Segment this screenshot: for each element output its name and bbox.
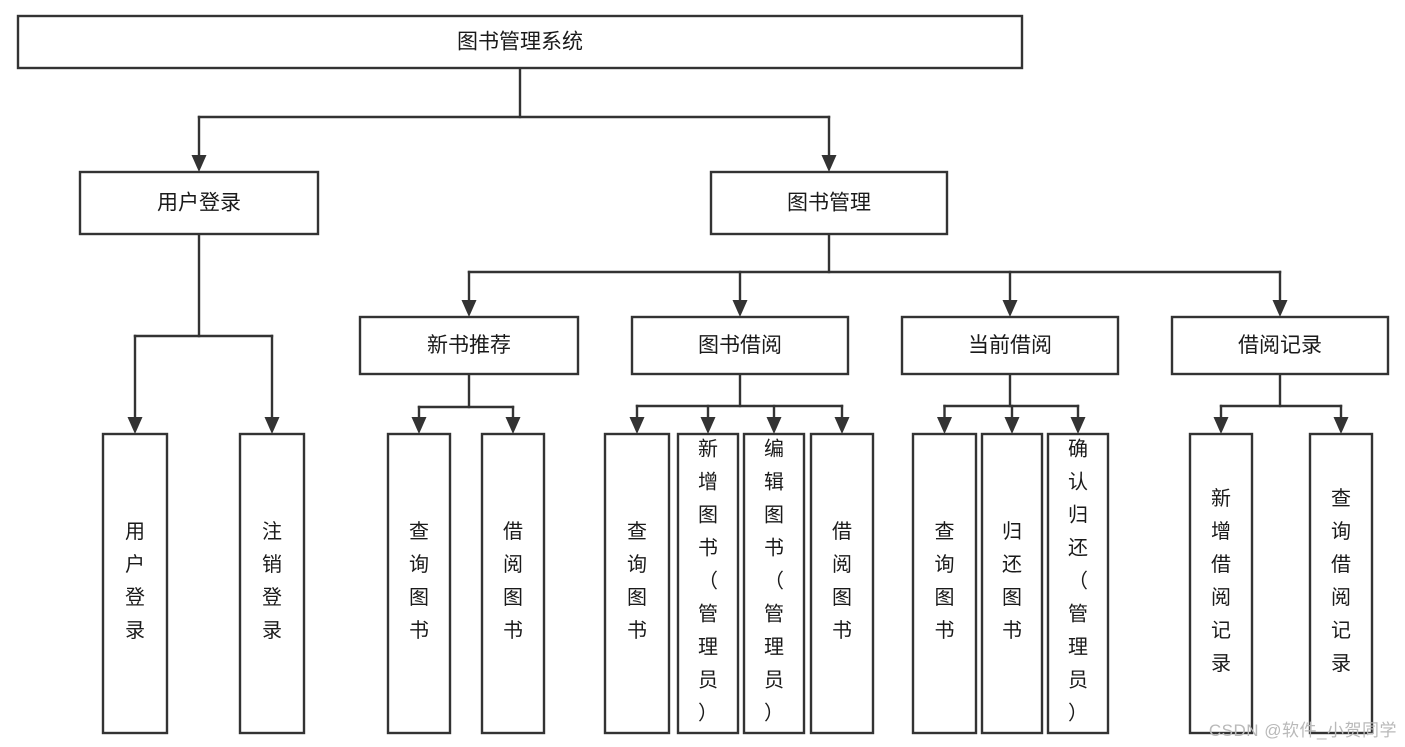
node-leaf-query-books-2[interactable]: 查询图书 <box>603 432 671 735</box>
csdn-watermark: CSDN @软件_小贺同学 <box>1208 721 1397 740</box>
node-leaf-query-books-1[interactable]: 查询图书 <box>386 432 452 735</box>
arrow-head-icon <box>127 417 143 434</box>
node-leaf-edit-book-label: 编辑图书（管理员） <box>764 438 784 725</box>
node-new-book-recommend-label: 新书推荐 <box>427 334 511 357</box>
arrow-head-icon <box>732 300 748 317</box>
node-book-management[interactable]: 图书管理 <box>709 170 949 236</box>
node-new-book-recommend[interactable]: 新书推荐 <box>358 315 580 376</box>
node-leaf-logout-box <box>238 432 306 735</box>
arrow-head-icon <box>1070 417 1086 434</box>
node-root-label: 图书管理系统 <box>457 31 583 54</box>
connector-edges <box>127 66 1349 434</box>
arrow-head-icon <box>700 417 716 434</box>
node-leaf-query-books-3-box <box>911 432 978 735</box>
node-leaf-user-login-box <box>101 432 169 735</box>
node-leaf-user-login[interactable]: 用户登录 <box>101 432 169 735</box>
arrow-head-icon <box>1333 417 1349 434</box>
diagram-nodes: 图书管理系统用户登录图书管理新书推荐图书借阅当前借阅借阅记录用户登录注销登录查询… <box>16 14 1390 735</box>
node-leaf-borrow-books-2-label: 借阅图书 <box>832 520 852 642</box>
arrow-head-icon <box>1213 417 1229 434</box>
node-borrow-record[interactable]: 借阅记录 <box>1170 315 1390 376</box>
node-leaf-return-book[interactable]: 归还图书 <box>980 432 1044 735</box>
node-leaf-borrow-books-2-box <box>809 432 875 735</box>
node-user-login[interactable]: 用户登录 <box>78 170 320 236</box>
arrow-head-icon <box>821 155 837 172</box>
node-borrow-record-box <box>1170 315 1390 376</box>
arrow-head-icon <box>629 417 645 434</box>
node-leaf-edit-book[interactable]: 编辑图书（管理员） <box>742 432 806 735</box>
node-leaf-confirm-return[interactable]: 确认归还（管理员） <box>1046 432 1110 735</box>
node-leaf-logout[interactable]: 注销登录 <box>238 432 306 735</box>
node-leaf-add-record-label: 新增借阅记录 <box>1211 487 1231 675</box>
arrow-head-icon <box>411 417 427 434</box>
node-book-borrow-box <box>630 315 850 376</box>
node-leaf-add-record[interactable]: 新增借阅记录 <box>1188 432 1254 735</box>
node-user-login-label: 用户登录 <box>157 192 241 215</box>
node-leaf-query-books-1-label: 查询图书 <box>409 520 429 642</box>
node-leaf-query-record[interactable]: 查询借阅记录 <box>1308 432 1374 735</box>
node-leaf-user-login-label: 用户登录 <box>125 521 145 642</box>
node-leaf-query-books-1-box <box>386 432 452 735</box>
node-leaf-query-record-box <box>1308 432 1374 735</box>
arrow-head-icon <box>766 417 782 434</box>
node-root-box <box>16 14 1024 70</box>
node-current-borrow-label: 当前借阅 <box>968 334 1052 357</box>
node-book-borrow-label: 图书借阅 <box>698 334 782 357</box>
node-leaf-add-record-box <box>1188 432 1254 735</box>
arrow-head-icon <box>505 417 521 434</box>
node-book-management-label: 图书管理 <box>787 192 871 215</box>
arrow-head-icon <box>1004 417 1020 434</box>
node-current-borrow[interactable]: 当前借阅 <box>900 315 1120 376</box>
node-leaf-edit-book-box <box>742 432 806 735</box>
node-leaf-add-book-label: 新增图书（管理员） <box>698 438 718 725</box>
node-leaf-borrow-books-1[interactable]: 借阅图书 <box>480 432 546 735</box>
arrow-head-icon <box>1002 300 1018 317</box>
node-root[interactable]: 图书管理系统 <box>16 14 1024 70</box>
node-book-management-box <box>709 170 949 236</box>
arrow-head-icon <box>937 417 952 434</box>
node-leaf-query-record-label: 查询借阅记录 <box>1331 487 1351 675</box>
node-leaf-query-books-2-label: 查询图书 <box>627 520 647 642</box>
arrow-head-icon <box>834 417 850 434</box>
node-leaf-query-books-2-box <box>603 432 671 735</box>
node-leaf-query-books-3-label: 查询图书 <box>935 520 955 642</box>
node-user-login-box <box>78 170 320 236</box>
node-leaf-add-book[interactable]: 新增图书（管理员） <box>676 432 740 735</box>
node-new-book-recommend-box <box>358 315 580 376</box>
node-leaf-borrow-books-2[interactable]: 借阅图书 <box>809 432 875 735</box>
node-current-borrow-box <box>900 315 1120 376</box>
node-leaf-confirm-return-box <box>1046 432 1110 735</box>
node-leaf-logout-label: 注销登录 <box>262 520 282 642</box>
arrow-head-icon <box>264 417 280 434</box>
node-leaf-borrow-books-1-box <box>480 432 546 735</box>
arrow-head-icon <box>191 155 207 172</box>
arrow-head-icon <box>461 300 477 317</box>
node-leaf-return-book-label: 归还图书 <box>1002 520 1022 642</box>
arrow-head-icon <box>1272 300 1288 317</box>
node-leaf-add-book-box <box>676 432 740 735</box>
node-borrow-record-label: 借阅记录 <box>1238 334 1322 357</box>
node-leaf-borrow-books-1-label: 借阅图书 <box>503 520 523 642</box>
node-leaf-return-book-box <box>980 432 1044 735</box>
node-leaf-query-books-3[interactable]: 查询图书 <box>911 432 978 735</box>
node-leaf-confirm-return-label: 确认归还（管理员） <box>1068 438 1088 725</box>
node-book-borrow[interactable]: 图书借阅 <box>630 315 850 376</box>
